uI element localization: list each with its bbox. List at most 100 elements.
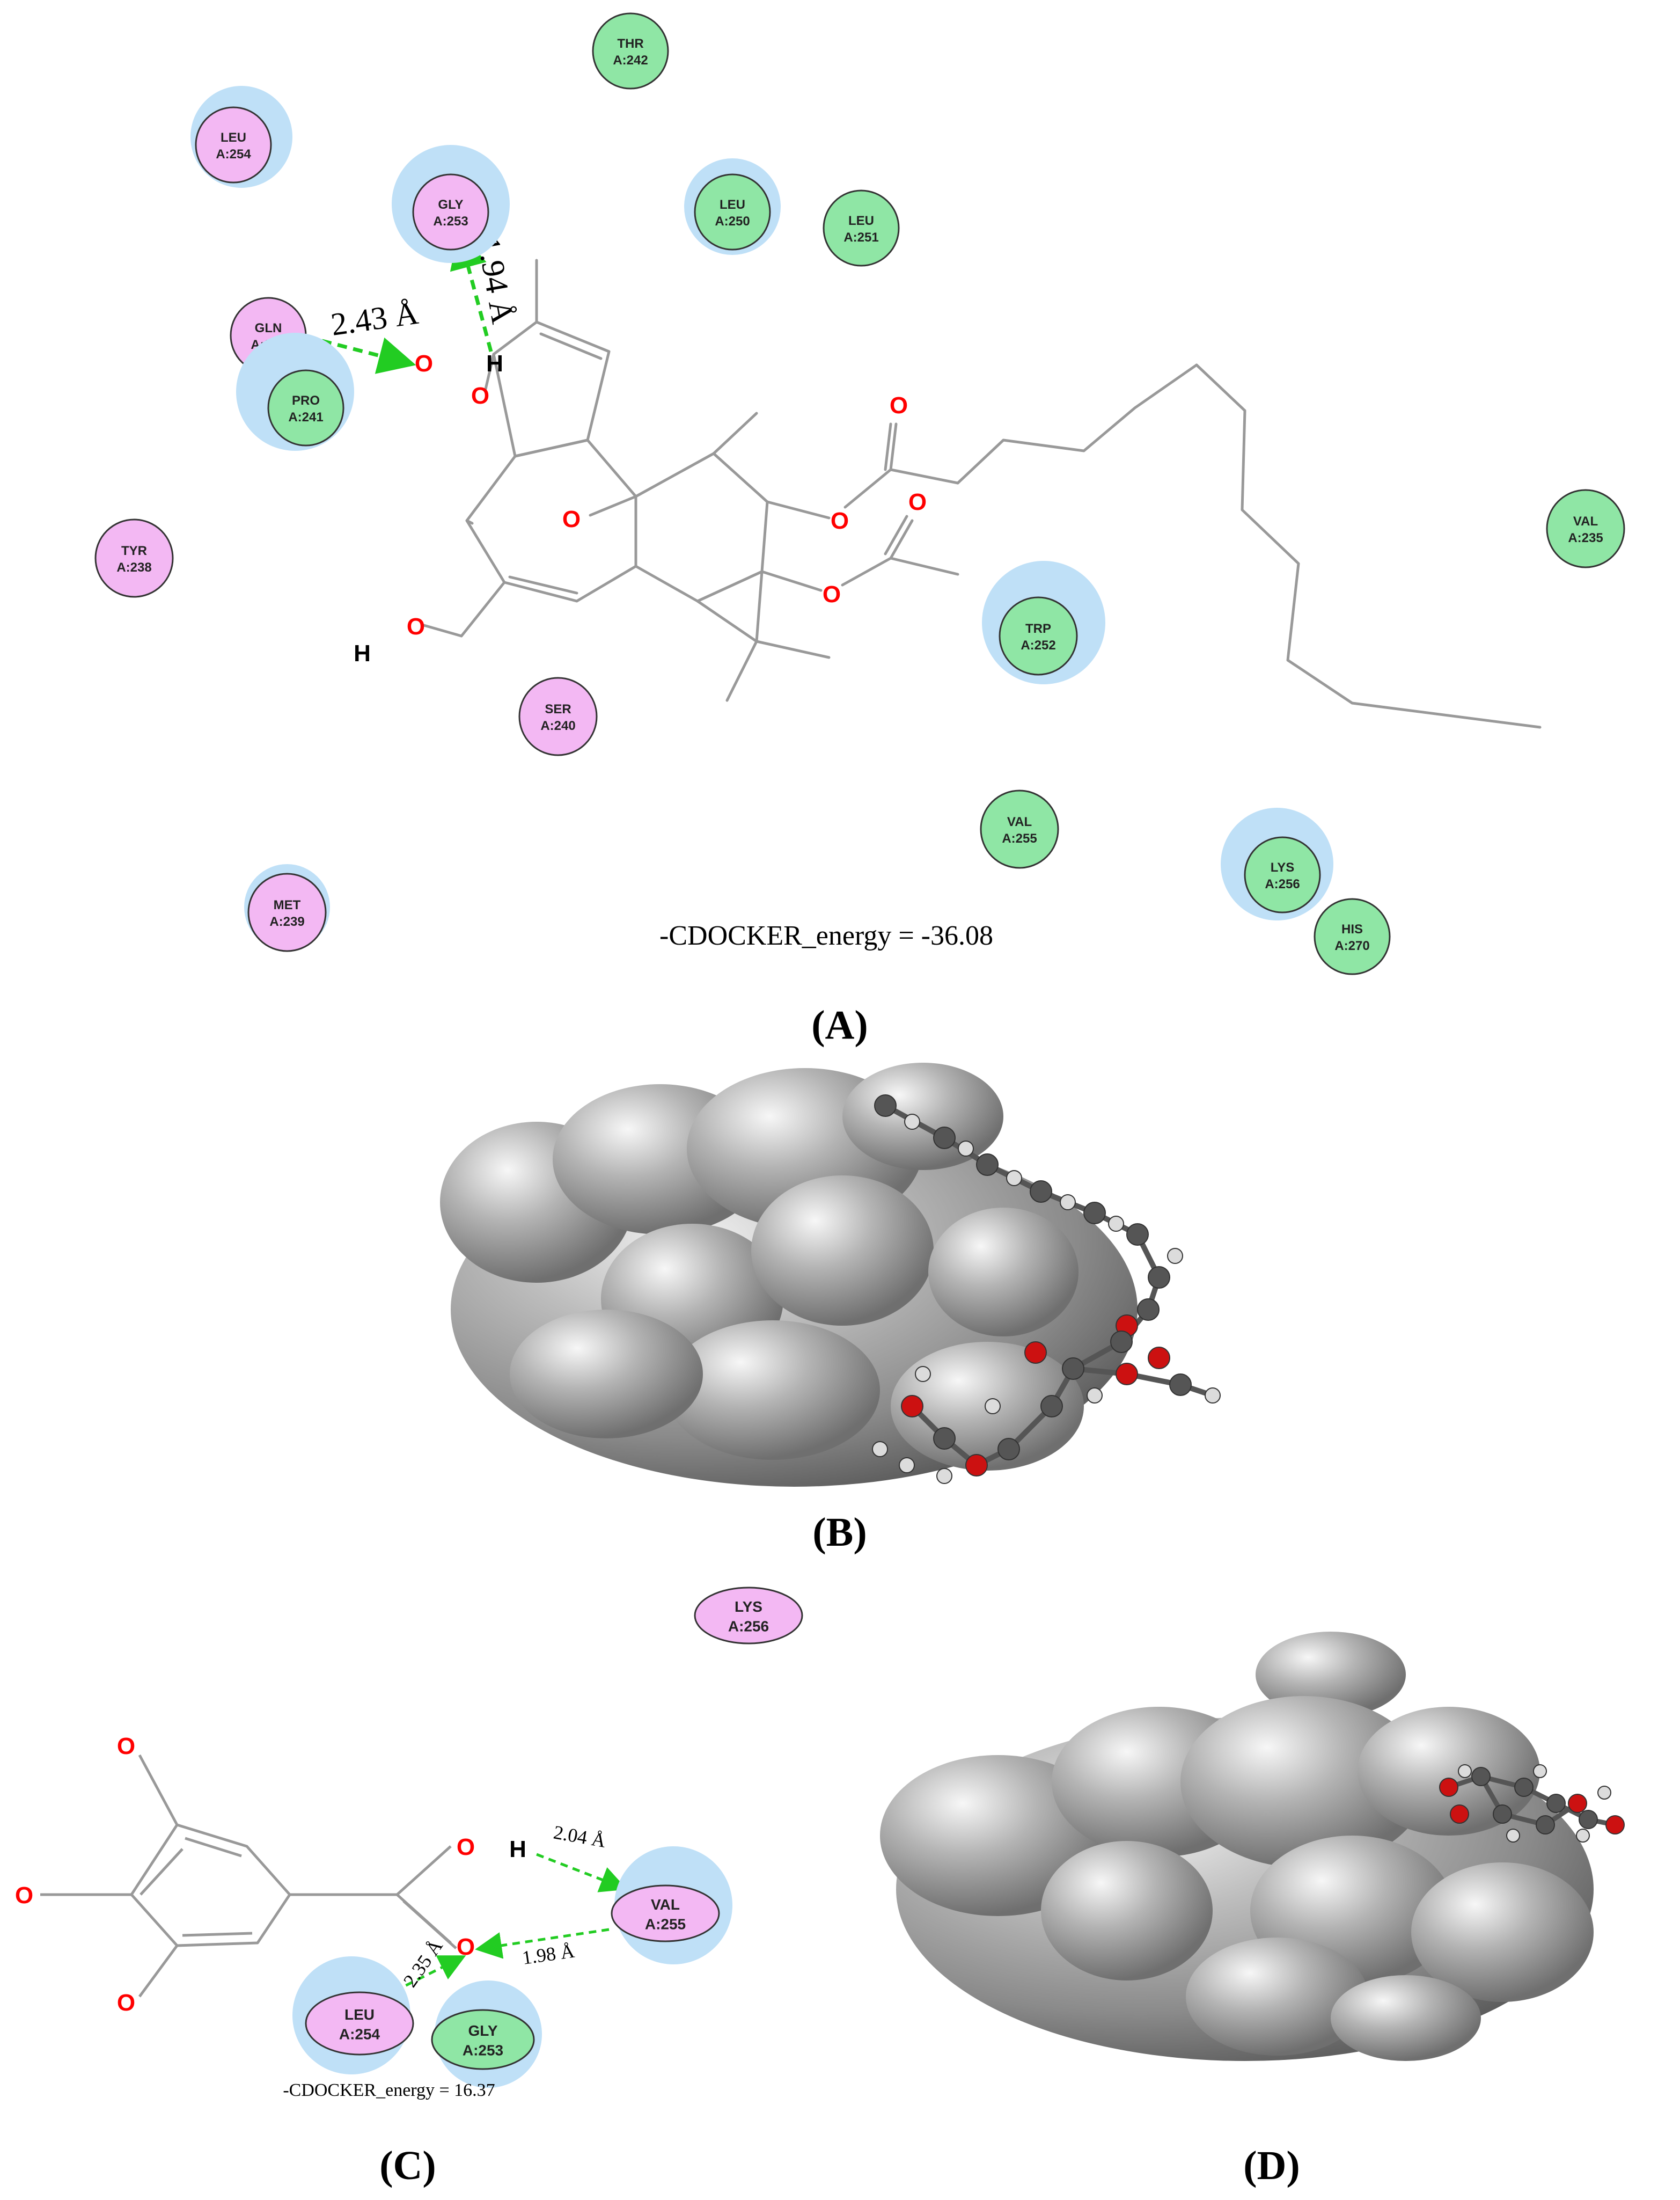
panel-b-surface-render: (B) [440,1063,1221,1555]
residue-disc [823,189,900,267]
ligand-atom-d [1506,1829,1520,1843]
ligand-atom-b [1137,1298,1160,1321]
ligand-atom-d [1597,1786,1611,1800]
residue-val-a235: VAL A:235 [1546,489,1625,568]
panel-a-energy: -CDOCKER_energy = -36.08 [659,920,993,951]
residue-name: TYR [121,544,147,558]
panel-a-diagram: O H O O O O O O O H 1.94 Å 2.43 Å THRA:2… [94,12,1625,1048]
residue-id: A:270 [1334,939,1369,953]
residue-id: A:255 [1002,831,1037,846]
atom-h-a2: H [354,640,371,667]
ligand-atom-b [1148,1347,1170,1369]
residue-name: GLY [468,2022,498,2039]
ligand-atom-b [958,1141,974,1157]
ligand-atom-d [1605,1815,1625,1834]
ligand-atom-d [1514,1778,1534,1797]
residue-name: GLY [438,198,463,212]
residue-name: SER [545,702,571,717]
ligand-atom-b [1167,1248,1183,1264]
residue-id: A:239 [269,915,304,929]
residue-id: A:238 [116,560,151,575]
residue-name: LEU [848,214,874,228]
residue-disc [694,1587,803,1644]
ligand-atom-d [1536,1815,1555,1834]
residue-name: LEU [221,130,246,145]
residue-tyr-a238: TYR A:238 [94,518,174,598]
ligand-atom-d [1493,1804,1512,1824]
ligand-atom-b [1126,1223,1149,1246]
panel-a-atoms: O H O O O O O O O H [354,350,927,667]
residue-disc [999,596,1078,676]
residue-name: THR [617,36,643,51]
panel-c-atoms: O O O O H O [15,1733,526,2016]
ligand-atom-b [976,1153,999,1176]
panel-b-ligand-ball-stick [872,1094,1221,1484]
ligand-atom-d [1579,1810,1598,1829]
ligand-atom-b [1083,1202,1106,1224]
panel-d-surface-render: (D) [880,1632,1625,2188]
ligand-atom-d [1458,1764,1472,1778]
distance-label-c3: 2.35 Å [399,1935,447,1991]
ligand-atom-b [1040,1395,1063,1417]
residue-id: A:256 [728,1618,769,1634]
residue-disc [1546,489,1625,568]
residue-disc [1314,898,1391,975]
ligand-atom-d [1576,1829,1590,1843]
ligand-atom-b [872,1441,888,1457]
panel-a-label: (A) [811,1003,868,1048]
ligand-atom-b [915,1366,931,1382]
residue-id: A:256 [1265,877,1300,891]
residue-name: VAL [1573,514,1598,529]
ligand-atom-b [904,1114,920,1130]
residue-disc [195,106,272,184]
ligand-atom-b [874,1094,897,1117]
residue-disc [305,1991,414,2056]
residue-id: A:253 [433,214,468,229]
residue-disc [247,873,327,952]
residue-id: A:235 [1568,531,1603,545]
residue-id: A:255 [645,1916,686,1932]
ligand-atom-b [936,1468,952,1484]
atom-o-a3: O [562,506,581,532]
residue-name: TRP [1025,622,1051,636]
ligand-atom-b [933,1127,956,1149]
atom-o-c4: O [457,1834,475,1860]
atom-o-a1: O [415,350,433,377]
panel-a-hbonds [321,230,493,374]
ligand-atom-b [1087,1387,1103,1404]
panel-c-ligand-bonds [40,1754,457,1998]
ligand-atom-b [899,1457,915,1473]
ligand-atom-d [1471,1767,1491,1786]
ligand-atom-b [997,1438,1020,1460]
ligand-atom-b [1006,1170,1022,1186]
residue-met-a239: MET A:239 [244,864,330,952]
residue-id: A:241 [288,410,323,425]
ligand-atom-b [1169,1373,1192,1396]
residue-id: A:251 [843,230,878,245]
residue-name: GLN [255,321,282,335]
ligand-atom-b [965,1454,988,1477]
distance-label-c1: 2.04 Å [552,1821,607,1851]
atom-o-a2: O [471,383,489,409]
residue-disc [592,12,669,90]
distance-label-a2: 2.43 Å [329,295,421,342]
residue-name: LEU [344,2006,375,2023]
atom-o-a6: O [823,581,841,608]
residue-id: A:254 [216,147,251,162]
residue-name: MET [274,898,301,912]
atom-h-a1: H [486,350,503,377]
residue-gly-a253: GLY A:253 [431,1980,542,2088]
residue-disc [431,2009,535,2070]
residue-gly-a253: GLY A:253 [392,145,510,263]
ligand-atom-b [1062,1357,1084,1380]
residue-id: A:253 [463,2042,503,2058]
residue-name: VAL [1007,815,1032,829]
